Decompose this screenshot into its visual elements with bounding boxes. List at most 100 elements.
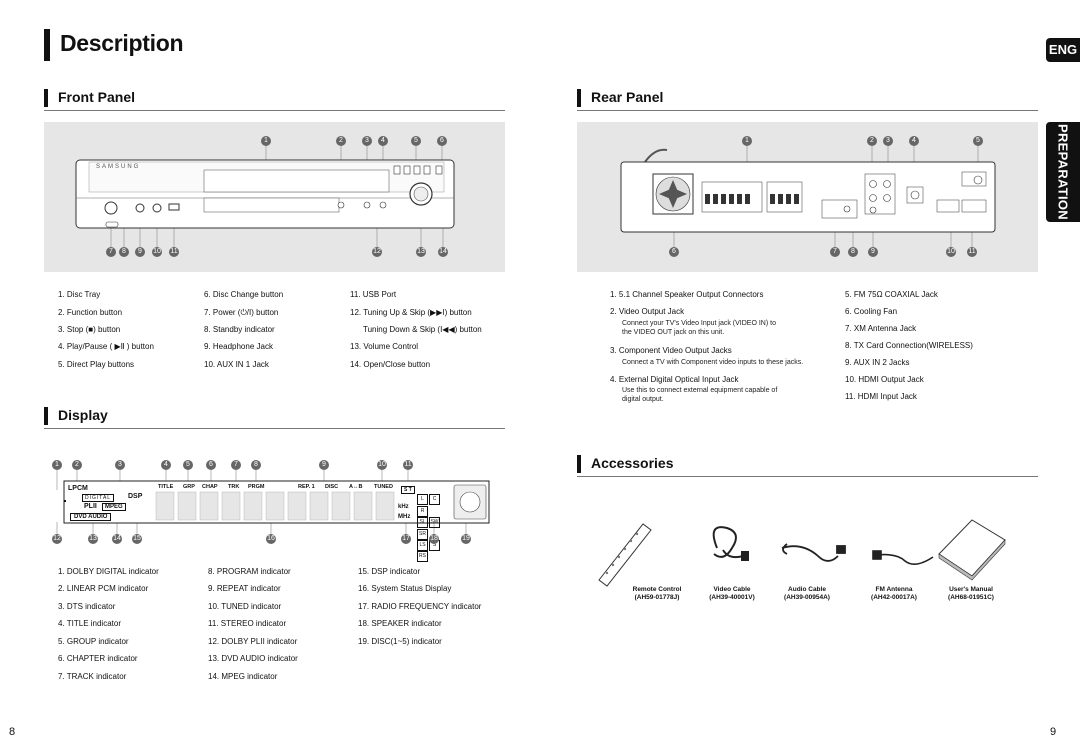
list-item: 8. Standby indicator bbox=[204, 325, 275, 334]
display-list: 1. DOLBY DIGITAL indicator 2. LINEAR PCM… bbox=[58, 567, 508, 687]
list-item: 6. Cooling Fan bbox=[845, 307, 898, 316]
front-panel-illustration: SAMSUNG 1 2 3 4 5 6 7 8 9 10 11 12 13 14 bbox=[44, 122, 505, 272]
list-item-note: Connect a TV with Component video inputs… bbox=[622, 359, 804, 366]
callout-8: 8 bbox=[119, 247, 129, 257]
rear-panel-drawing bbox=[620, 145, 996, 247]
title-indicator: TITLE bbox=[158, 484, 174, 490]
callout-14: 14 bbox=[112, 534, 122, 544]
callout-3: 3 bbox=[883, 136, 893, 146]
rep1-indicator: REP. 1 bbox=[298, 484, 315, 490]
callout-5: 5 bbox=[411, 136, 421, 146]
accessory-label: Audio Cable(AH39-00954A) bbox=[784, 586, 830, 601]
list-item: 14. MPEG indicator bbox=[208, 672, 278, 681]
front-panel-list: 1. Disc Tray 2. Function button 3. Stop … bbox=[58, 290, 508, 390]
disc-indicator: DISC bbox=[325, 484, 339, 490]
page-title: Description bbox=[60, 30, 184, 56]
list-item: 9. AUX IN 2 Jacks bbox=[845, 358, 910, 367]
callout-9: 9 bbox=[868, 247, 878, 257]
list-item: 1. DOLBY DIGITAL indicator bbox=[58, 567, 159, 576]
list-item: 11. STEREO indicator bbox=[208, 619, 287, 628]
list-item: 4. TITLE indicator bbox=[58, 619, 121, 628]
list-item: 3. Stop (■) button bbox=[58, 325, 121, 334]
list-item: 1. Disc Tray bbox=[58, 290, 101, 299]
digital-label: DIGITAL bbox=[82, 494, 115, 502]
rear-panel-list: 1. 5.1 Channel Speaker Output Connectors… bbox=[578, 290, 1038, 415]
callout-11: 11 bbox=[967, 247, 977, 257]
callout-9: 9 bbox=[319, 460, 329, 470]
lpcm-label: LPCM bbox=[68, 485, 88, 492]
front-panel-drawing bbox=[75, 145, 455, 247]
dvd-audio-label: DVD AUDIO bbox=[70, 513, 112, 521]
callout-1: 1 bbox=[261, 136, 271, 146]
callout-6: 6 bbox=[669, 247, 679, 257]
audio-cable-icon bbox=[781, 543, 846, 562]
list-item: 8. TX Card Connection(WIRELESS) bbox=[845, 341, 973, 350]
callout-13: 13 bbox=[88, 534, 98, 544]
list-item: 5. FM 75Ω COAXIAL Jack bbox=[845, 290, 938, 299]
list-item: 6. CHAPTER indicator bbox=[58, 654, 138, 663]
callout-8: 8 bbox=[251, 460, 261, 470]
list-item-note: Connect your TV's Video Input jack (VIDE… bbox=[622, 320, 776, 336]
list-item: 10. AUX IN 1 Jack bbox=[204, 360, 269, 369]
list-item: 2. Function button bbox=[58, 308, 123, 317]
prgm-indicator: PRGM bbox=[248, 484, 265, 490]
tuned-indicator: TUNED bbox=[374, 484, 393, 490]
callout-5: 5 bbox=[973, 136, 983, 146]
list-item: 3. Component Video Output Jacks bbox=[610, 346, 732, 355]
list-item: 13. Volume Control bbox=[350, 342, 419, 351]
heading-bar bbox=[44, 89, 48, 107]
callout-4: 4 bbox=[378, 136, 388, 146]
page-number-right: 9 bbox=[1050, 726, 1057, 738]
list-item: 8. PROGRAM indicator bbox=[208, 567, 291, 576]
front-panel-heading: Front Panel bbox=[44, 88, 505, 111]
video-cable-icon bbox=[712, 526, 749, 561]
callout-12: 12 bbox=[372, 247, 382, 257]
list-item: 7. XM Antenna Jack bbox=[845, 324, 917, 333]
callout-16: 16 bbox=[266, 534, 276, 544]
list-item: 7. TRACK indicator bbox=[58, 672, 127, 681]
list-item: 6. Disc Change button bbox=[204, 290, 284, 299]
callout-10: 10 bbox=[946, 247, 956, 257]
callout-7: 7 bbox=[830, 247, 840, 257]
trk-indicator: TRK bbox=[228, 484, 240, 490]
list-item: Tuning Down & Skip (I◀◀) button bbox=[363, 325, 482, 334]
list-item: 1. 5.1 Channel Speaker Output Connectors bbox=[610, 290, 764, 299]
section-tab: PREPARATION bbox=[1046, 122, 1080, 222]
remote-control-icon bbox=[598, 523, 652, 587]
list-item: 12. DOLBY PLII indicator bbox=[208, 637, 298, 646]
mpeg-label: MPEG bbox=[102, 503, 126, 511]
display-drawing bbox=[56, 470, 490, 534]
callout-3: 3 bbox=[362, 136, 372, 146]
callout-11: 11 bbox=[169, 247, 179, 257]
list-item: 2. LINEAR PCM indicator bbox=[58, 584, 149, 593]
rear-panel-heading: Rear Panel bbox=[577, 88, 1038, 111]
pl2-label: PLII bbox=[84, 503, 97, 510]
grp-indicator: GRP bbox=[183, 484, 195, 490]
heading-bar bbox=[577, 89, 581, 107]
front-panel-title: Front Panel bbox=[58, 89, 136, 105]
rear-panel-title: Rear Panel bbox=[591, 89, 664, 105]
accessory-label: Remote Control(AH59-01778J) bbox=[632, 586, 682, 601]
callout-10: 10 bbox=[377, 460, 387, 470]
display-title: Display bbox=[58, 407, 108, 423]
callout-2: 2 bbox=[72, 460, 82, 470]
accessories-illustration bbox=[577, 510, 1038, 590]
heading-bar bbox=[577, 455, 581, 473]
callout-13: 13 bbox=[416, 247, 426, 257]
rear-panel-illustration: 1 2 3 4 5 6 7 8 9 10 11 bbox=[577, 122, 1038, 272]
language-tab: ENG bbox=[1046, 38, 1080, 62]
list-item-note: Use this to connect external equipment c… bbox=[622, 387, 778, 403]
list-item: 13. DVD AUDIO indicator bbox=[208, 654, 298, 663]
accessory-label: Video Cable(AH39-40001V) bbox=[709, 586, 755, 601]
list-item: 11. HDMI Input Jack bbox=[845, 392, 917, 401]
accessory-label: FM Antenna(AH42-00017A) bbox=[871, 586, 917, 601]
callout-18: 18 bbox=[429, 534, 439, 544]
callout-6: 6 bbox=[206, 460, 216, 470]
accessories-heading: Accessories bbox=[577, 454, 1038, 477]
callout-10: 10 bbox=[152, 247, 162, 257]
callout-9: 9 bbox=[135, 247, 145, 257]
chap-indicator: CHAP bbox=[202, 484, 218, 490]
accessories-title: Accessories bbox=[591, 455, 674, 471]
list-item: 4. External Digital Optical Input Jack bbox=[610, 375, 739, 384]
list-item: 7. Power (⏻/I) button bbox=[204, 308, 279, 317]
